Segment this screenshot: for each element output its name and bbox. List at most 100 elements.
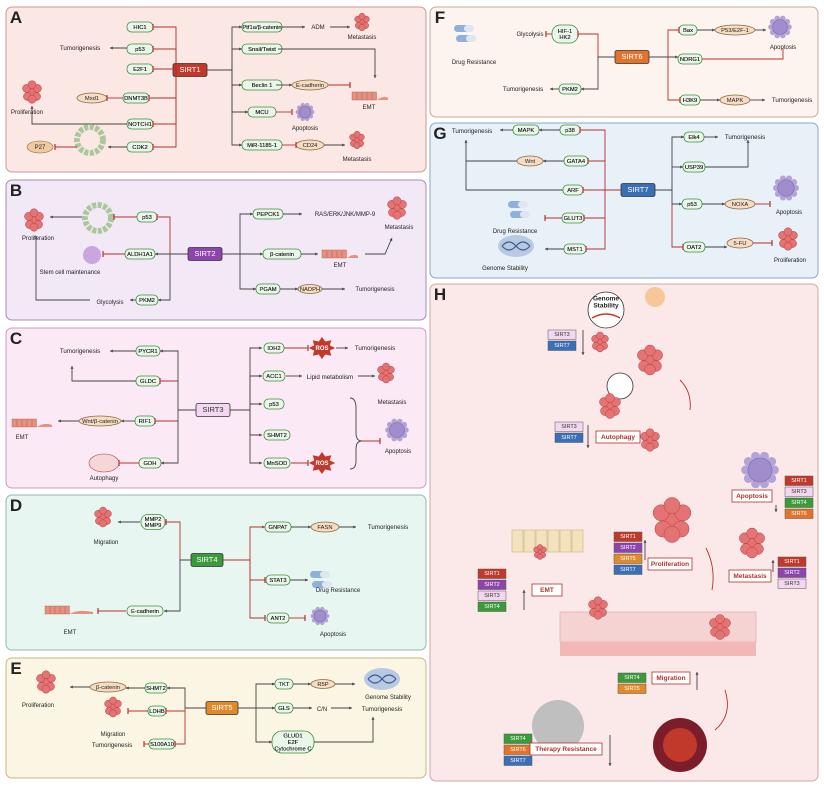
proliferation-label: Proliferation bbox=[647, 557, 693, 571]
gene-node-label: USP39 bbox=[685, 165, 703, 171]
gene-node-label: MST1 bbox=[567, 247, 582, 253]
panel-letter: F bbox=[435, 8, 445, 27]
target-oval-label: 5-FU bbox=[734, 241, 747, 247]
emt-cells-icon bbox=[11, 418, 52, 428]
metastasis-cells-icon bbox=[739, 527, 765, 559]
connector bbox=[222, 253, 256, 290]
gene-node-label: NOTCH1 bbox=[128, 122, 152, 128]
arrowhead bbox=[299, 374, 302, 378]
arrowhead bbox=[110, 349, 113, 353]
proliferation-text: Proliferation bbox=[11, 110, 43, 116]
gene-node-label: GATA4 bbox=[567, 159, 586, 165]
sirt-tag: SIRT7 bbox=[620, 567, 636, 573]
drug-resistance-text: Drug Resistance bbox=[452, 60, 497, 66]
sirt-tag: SIRT3 bbox=[784, 581, 800, 587]
gene-node-label: H3K9 bbox=[683, 98, 698, 104]
genome-stability-dna-icon bbox=[498, 235, 534, 257]
target-oval-label: FASN bbox=[317, 525, 332, 531]
arrowhead bbox=[550, 87, 553, 91]
panel-letter: D bbox=[10, 496, 22, 515]
gene-node-label: PYCR1 bbox=[138, 349, 157, 355]
arrowhead bbox=[160, 349, 163, 353]
node-e-cadherin: E-cadherin bbox=[126, 605, 164, 617]
arrowhead bbox=[349, 706, 352, 710]
sirt-tag: SIRT7 bbox=[561, 435, 577, 441]
connector bbox=[158, 253, 188, 301]
connector bbox=[35, 280, 90, 301]
gene-node-label: RIF1 bbox=[139, 419, 152, 425]
wnt-oval: Wnt bbox=[516, 155, 544, 167]
node-p53: p53 bbox=[263, 398, 285, 410]
gene-node-label: E2F1 bbox=[133, 67, 147, 73]
arrowhead bbox=[34, 236, 38, 239]
arrowhead bbox=[118, 520, 121, 524]
panel-letter: A bbox=[10, 8, 22, 27]
genome-stability-text: Genome Stability bbox=[365, 695, 411, 701]
connector bbox=[365, 237, 393, 255]
proliferation-cells-icon bbox=[652, 497, 692, 543]
gene-node-label: GLS bbox=[278, 706, 290, 712]
sirt-tag: SIRT4 bbox=[510, 736, 526, 742]
proliferation-text: Proliferation bbox=[22, 236, 54, 242]
arrowhead bbox=[245, 110, 248, 114]
apoptosis-cell-icon bbox=[741, 451, 779, 489]
gene-node-label: p38 bbox=[565, 128, 575, 134]
arrowhead bbox=[722, 202, 725, 206]
gene-node-label: MiR-1185-1 bbox=[247, 143, 277, 149]
connector bbox=[278, 48, 376, 78]
arrowhead bbox=[272, 682, 275, 686]
tumor-cell-icon-4 bbox=[640, 428, 660, 452]
gene-node-label: MCU bbox=[255, 110, 268, 116]
wnt-beta-catenin-oval: Wnt/β-catenin bbox=[78, 415, 122, 427]
gene-node-label: p53 bbox=[142, 215, 152, 221]
node-hic1: HIC1 bbox=[126, 21, 154, 33]
target-oval-label: R5P bbox=[317, 682, 328, 688]
gene-node-label: PEPCK1 bbox=[257, 212, 280, 218]
connector bbox=[71, 366, 136, 382]
sirt-tag: SIRT7 bbox=[510, 758, 526, 764]
target-oval-label: CD24 bbox=[303, 143, 319, 149]
connector bbox=[314, 717, 374, 743]
panel-d bbox=[5, 494, 427, 651]
apoptosis-text: Apoptosis bbox=[292, 126, 318, 132]
gene-node-label: MCU bbox=[255, 110, 268, 116]
node-acc1: ACC1 bbox=[262, 370, 286, 382]
migration-cell-icon-2 bbox=[709, 614, 731, 640]
sirt-label: SIRT2 bbox=[194, 249, 215, 258]
gene-node-label: USP39 bbox=[685, 165, 703, 171]
arrowhead bbox=[608, 763, 612, 766]
process-label: EMT bbox=[540, 587, 554, 594]
gene-node-label: CDK2 bbox=[132, 145, 147, 151]
tumorigenesis-text: Tumorigenesis bbox=[60, 45, 100, 52]
gene-node-label: PGAM bbox=[259, 287, 276, 293]
gene-node-label: STAT3 bbox=[269, 578, 286, 584]
sirt-tag: SIRT2 bbox=[620, 545, 636, 551]
target-oval-label: Mxd1 bbox=[85, 96, 99, 102]
sirt-tag: SIRT1 bbox=[791, 478, 807, 484]
gene-node-label: MST1 bbox=[567, 247, 582, 253]
emt-cell-icon bbox=[533, 544, 547, 560]
arrowhead bbox=[681, 135, 684, 139]
emt-cells-icon bbox=[44, 605, 93, 615]
migration-cells-icon bbox=[104, 696, 122, 718]
gene-node-label: LDHB bbox=[149, 709, 165, 715]
r5p-oval: R5P bbox=[310, 679, 336, 689]
gene-node-label: GLUT3 bbox=[564, 216, 583, 222]
noxa-oval: NOXA bbox=[724, 198, 756, 210]
gene-node-label: TKT bbox=[279, 682, 290, 688]
panel-g bbox=[429, 122, 819, 279]
sirt6-box: SIRT6 bbox=[614, 50, 650, 64]
metastasis-cells-icon-2 bbox=[349, 131, 365, 150]
sirt-label: SIRT6 bbox=[621, 52, 642, 61]
connector bbox=[655, 136, 684, 191]
cd24-oval: CD24 bbox=[295, 139, 325, 151]
proliferation-cells-icon bbox=[24, 208, 44, 232]
cell-cycle-ring-icon bbox=[74, 124, 106, 156]
arrowhead bbox=[371, 717, 375, 720]
sirt-tag: SIRT4 bbox=[791, 500, 807, 506]
sirt4-box: SIRT4 bbox=[190, 553, 224, 567]
apoptosis-cell-icon bbox=[768, 15, 792, 39]
late-tumor-core-icon bbox=[663, 728, 697, 762]
